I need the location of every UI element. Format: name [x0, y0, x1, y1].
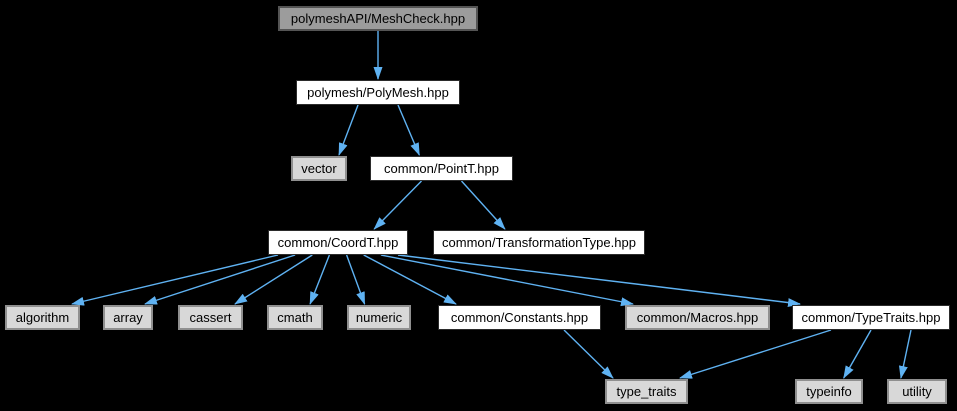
edge-coordt-cassert [234, 254, 313, 305]
edge-coordt-macros [380, 254, 634, 307]
node-meshcheck: polymeshAPI/MeshCheck.hpp [278, 6, 478, 31]
node-algorithm: algorithm [5, 305, 80, 330]
node-macros: common/Macros.hpp [625, 305, 770, 330]
edge-polymesh-pointt [397, 104, 420, 156]
edge-typetraits-typeinfo [843, 329, 872, 379]
edge-coordt-cmath [309, 254, 331, 305]
node-constants[interactable]: common/Constants.hpp [438, 305, 601, 330]
node-cassert: cassert [178, 305, 243, 330]
node-pointt[interactable]: common/PointT.hpp [370, 156, 513, 181]
edge-coordt-constants [363, 254, 457, 305]
edge-coordt-array [144, 254, 296, 305]
node-transformationtype[interactable]: common/TransformationType.hpp [433, 230, 645, 255]
node-typetraits[interactable]: common/TypeTraits.hpp [792, 305, 950, 330]
node-polymesh[interactable]: polymesh/PolyMesh.hpp [296, 80, 460, 105]
edge-pointt-transformationtype [460, 180, 506, 230]
edge-constants-type_traits [563, 329, 614, 379]
edge-typetraits-type_traits [679, 329, 832, 379]
node-coordt[interactable]: common/CoordT.hpp [268, 230, 408, 255]
node-utility: utility [887, 379, 947, 404]
edge-typetraits-utility [898, 329, 912, 379]
edge-coordt-algorithm [71, 254, 279, 306]
node-typeinfo: typeinfo [795, 379, 863, 404]
edge-coordt-typetraits [397, 254, 801, 308]
edge-pointt-coordt [373, 180, 422, 230]
edge-polymesh-vector [338, 104, 359, 156]
node-numeric: numeric [347, 305, 411, 330]
node-cmath: cmath [267, 305, 323, 330]
node-vector: vector [291, 156, 347, 181]
edge-coordt-numeric [345, 254, 366, 305]
node-array: array [103, 305, 153, 330]
node-type_traits: type_traits [605, 379, 688, 404]
